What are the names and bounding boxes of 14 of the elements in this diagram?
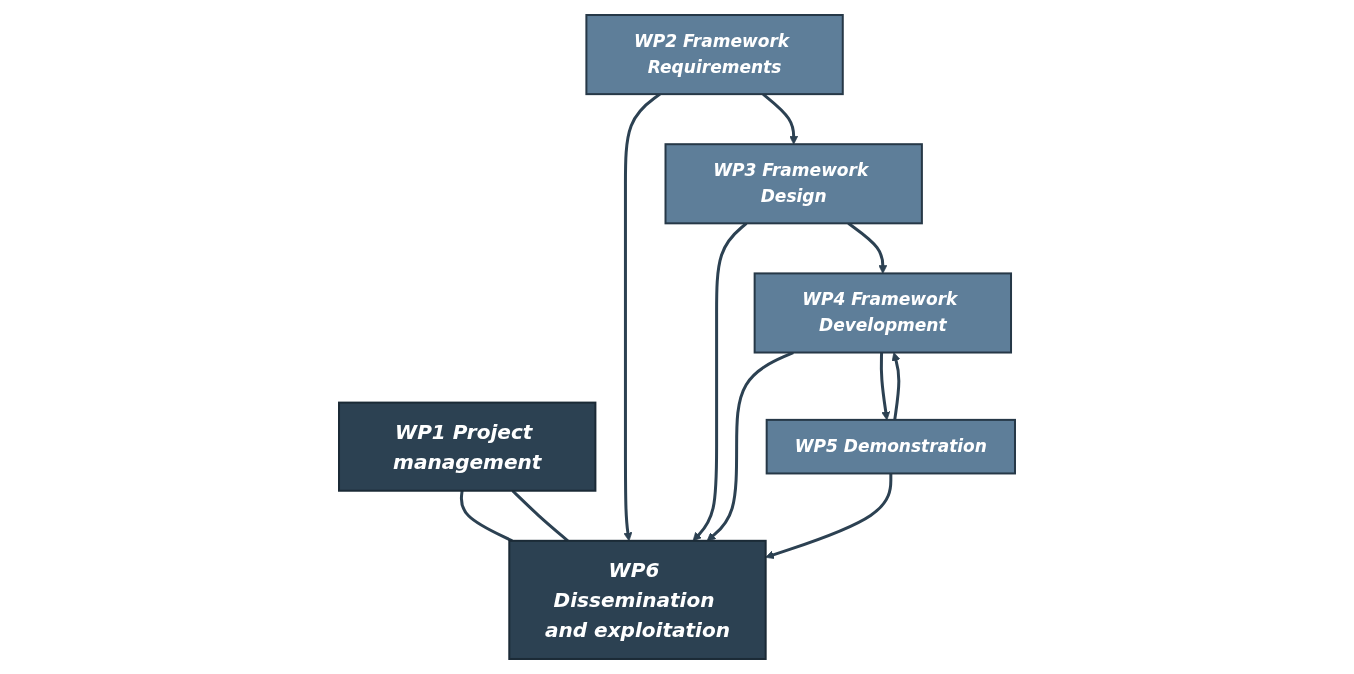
arrow: [692, 222, 748, 542]
node-box: WP3 Framework Design: [664, 143, 923, 225]
arrow: [706, 351, 794, 542]
arrow: [891, 352, 901, 421]
node-box: WP1 Project management: [338, 401, 597, 492]
arrow: [847, 222, 888, 274]
connector: [511, 489, 569, 542]
connector: [459, 490, 513, 543]
node-box: WP5 Demonstration: [765, 418, 1016, 475]
arrow: [765, 473, 893, 559]
arrow: [879, 352, 891, 421]
node-box: WP6 Dissemination and exploitation: [508, 539, 767, 660]
node-box: WP2 Framework Requirements: [585, 14, 844, 96]
node-box: WP4 Framework Development: [753, 272, 1013, 354]
